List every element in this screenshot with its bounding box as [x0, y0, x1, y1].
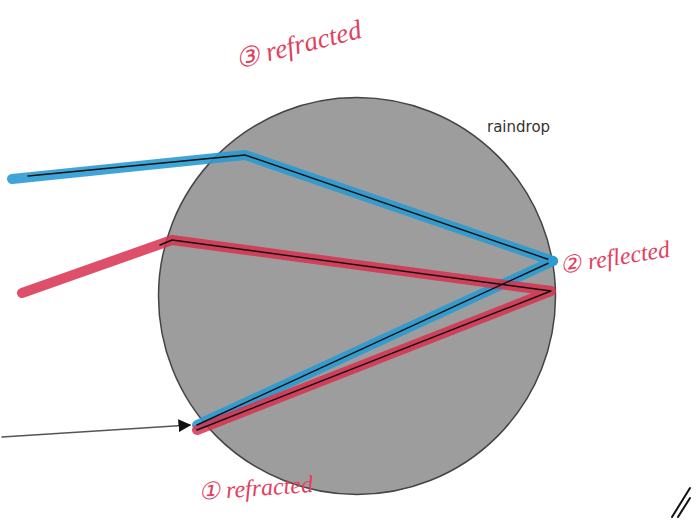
annotation-label: ② reflected [558, 235, 672, 280]
raindrop-circle: raindrop [157, 96, 557, 496]
incident-ray [2, 425, 190, 437]
raindrop-shape [159, 98, 556, 495]
blue-ray [12, 155, 553, 425]
blue-ray-line [28, 155, 553, 425]
red-ray [22, 240, 551, 430]
reflection-point [548, 256, 558, 266]
raindrop-outline [157, 96, 557, 496]
annotation-label: ③ refracted [232, 13, 365, 75]
annotation-label: ① refracted [197, 470, 314, 506]
node-label: raindrop [487, 118, 550, 136]
page-mark [672, 488, 690, 517]
red-ray-line [160, 240, 551, 430]
